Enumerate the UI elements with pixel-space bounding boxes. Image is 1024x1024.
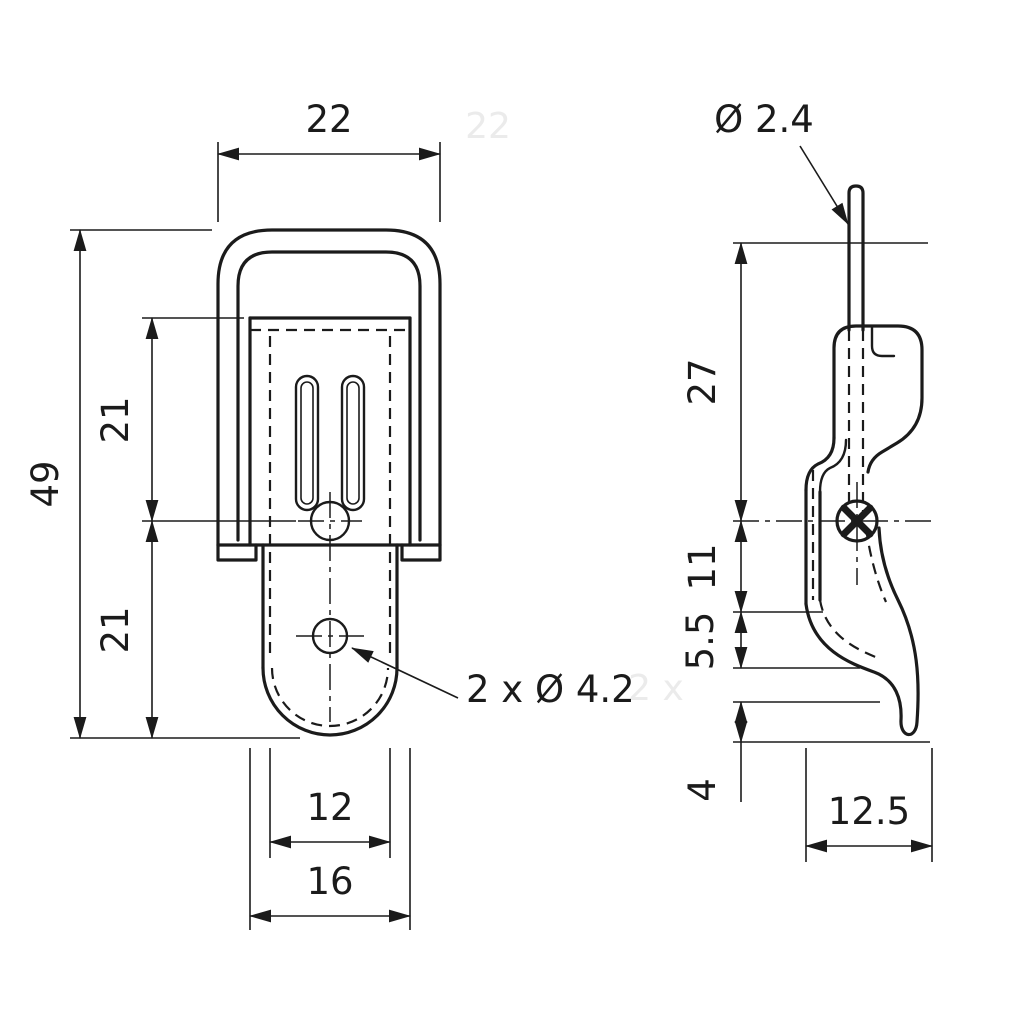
leader-line	[799, 145, 849, 225]
dimension-label: 27	[681, 358, 724, 405]
hole-note: 2 x Ø 4.2	[351, 647, 635, 711]
wire-diameter-note: Ø 2.4	[714, 98, 849, 225]
hole-note-label: 2 x Ø 4.2	[466, 668, 635, 711]
wire-slot-detail	[870, 324, 896, 358]
spring-tail-hidden	[818, 599, 879, 660]
dimension-label: 11	[681, 543, 724, 590]
spring-slot-left-inner	[300, 381, 314, 505]
wire-profile	[847, 184, 865, 332]
dimension-label: 12	[306, 786, 353, 829]
dimension-height-49: 49	[24, 229, 300, 739]
dimension-label: 5.5	[679, 612, 722, 671]
dimension-label: 21	[94, 606, 137, 653]
spring-slot-right-inner	[346, 381, 360, 505]
spring-tail-contour	[804, 526, 920, 737]
dimension-inner-12: 12	[269, 748, 391, 858]
leader-line	[351, 647, 459, 699]
bail-inner-contour	[236, 250, 422, 542]
right-foot	[400, 543, 442, 562]
dimension-depth-12-5: 12.5	[805, 748, 933, 862]
side-view: Ø 2.4 27 11 5.5 4 12.5	[679, 98, 936, 862]
dimension-label: 4	[681, 778, 724, 802]
dimension-label: 12.5	[828, 790, 910, 833]
left-bend-inner	[818, 438, 848, 494]
watermark-text: 2 x	[628, 668, 684, 709]
watermark-text: 22	[465, 106, 511, 147]
wire-diameter-label: Ø 2.4	[714, 98, 814, 141]
dimension-base-16: 16	[249, 748, 411, 930]
dimension-label: 21	[94, 396, 137, 443]
tongue-bottom-arc	[261, 666, 399, 737]
hook-contour	[832, 324, 924, 474]
side-dimension-chain: 27 11 5.5 4	[679, 242, 930, 802]
watermarks: 22 2 x	[465, 106, 684, 709]
left-foot	[216, 543, 258, 562]
dimension-label: 22	[305, 98, 352, 141]
dimension-width-22: 22	[217, 98, 441, 222]
left-bend-outer	[804, 436, 836, 492]
bail-outer-contour	[216, 228, 442, 547]
front-view: 22 49 21 21 12	[24, 98, 635, 930]
tongue-hidden-arc	[270, 667, 390, 728]
dimension-upper-21: 21	[94, 317, 296, 522]
dimension-label: 49	[24, 460, 67, 507]
dimension-label: 16	[306, 860, 353, 903]
screw-center	[854, 518, 860, 524]
dimension-lower-21: 21	[94, 520, 159, 739]
spring-slot-left	[294, 374, 320, 512]
spring-slot-right	[340, 374, 366, 512]
